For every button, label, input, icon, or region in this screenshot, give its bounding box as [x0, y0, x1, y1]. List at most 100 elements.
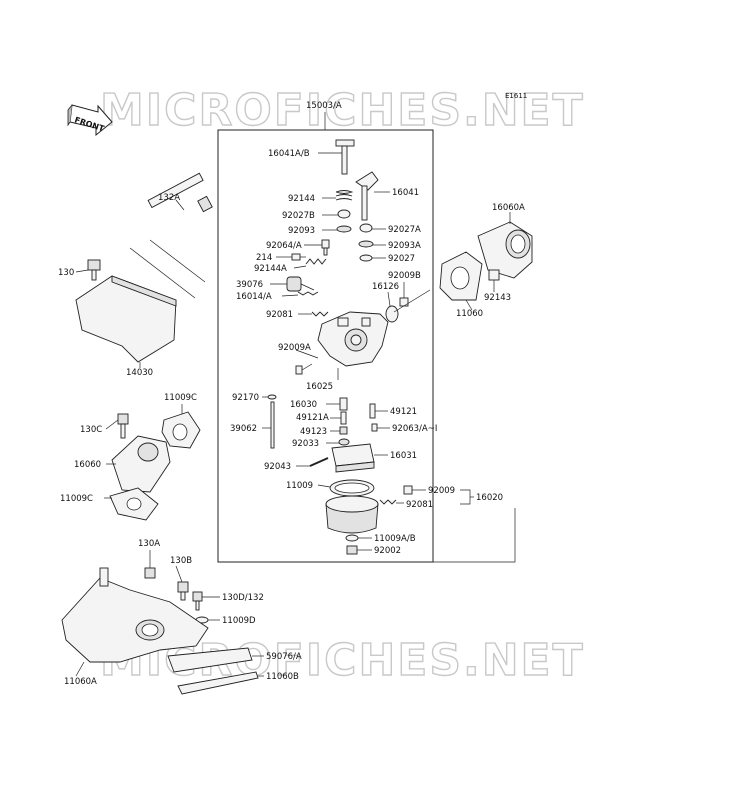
- label-92009B: 92009B: [388, 271, 421, 281]
- label-49121A: 49121A: [296, 413, 329, 423]
- plate-16126: [385, 305, 399, 323]
- bolt-130C: [117, 413, 129, 439]
- label-16041AB: 16041A/B: [268, 149, 310, 159]
- label-130C: 130C: [80, 425, 102, 435]
- bolt-92143: [488, 269, 500, 281]
- label-92144A: 92144A: [254, 264, 287, 274]
- label-92043: 92043: [264, 462, 291, 472]
- bolt-130D132: [192, 591, 203, 611]
- label-214: 214: [256, 253, 272, 263]
- spring-92081-lower: [379, 499, 397, 505]
- washer-92093: [336, 225, 352, 233]
- screw-92009: [403, 485, 413, 495]
- label-92002: 92002: [374, 546, 401, 556]
- bracket-14030: [75, 275, 177, 363]
- insulator-59076A: [167, 647, 253, 673]
- jet-49123: [339, 426, 348, 435]
- label-130: 130: [58, 268, 74, 278]
- label-132A: 132A: [158, 193, 180, 203]
- intake-elbow-16060A: [477, 221, 533, 279]
- manifold-16060: [111, 435, 171, 493]
- front-arrow-icon: FRONT: [67, 104, 113, 137]
- bolt-130B: [177, 581, 189, 601]
- label-49121: 49121: [390, 407, 417, 417]
- watermark-top: MICROFICHES.NET: [100, 85, 585, 136]
- label-92093: 92093: [288, 226, 315, 236]
- label-39076: 39076: [236, 280, 263, 290]
- seal-92027A: [359, 223, 373, 233]
- label-92033: 92033: [292, 439, 319, 449]
- bolt-92002: [346, 545, 358, 555]
- float-bowl-part: [325, 495, 379, 534]
- label-16025: 16025: [306, 382, 333, 392]
- screw-92009B: [399, 297, 409, 307]
- idle-screw-39076: [286, 276, 315, 292]
- screw-92064A: [321, 239, 330, 256]
- label-92009A: 92009A: [278, 343, 311, 353]
- label-39062: 39062: [230, 424, 257, 434]
- label-11060B: 11060B: [266, 672, 299, 682]
- figure-code: E1611: [505, 92, 527, 100]
- label-92027B: 92027B: [282, 211, 315, 221]
- pin-92170: [267, 394, 277, 400]
- label-11009C-top: 11009C: [164, 393, 197, 403]
- screw-16014A: [297, 291, 319, 296]
- jet-49121: [369, 403, 376, 419]
- gasket-11060B: [177, 671, 259, 695]
- label-92143: 92143: [484, 293, 511, 303]
- gasket-11009: [329, 479, 375, 497]
- label-11009D: 11009D: [222, 616, 256, 626]
- label-16020: 16020: [476, 493, 503, 503]
- float-16031: [331, 443, 375, 473]
- pin-92043: [309, 457, 329, 467]
- label-16030: 16030: [290, 400, 317, 410]
- jet-49121A: [340, 411, 347, 425]
- label-11009AB: 11009A/B: [374, 534, 416, 544]
- label-92027A: 92027A: [388, 225, 421, 235]
- spring-92144: [335, 190, 354, 201]
- washer-92093A: [358, 240, 374, 248]
- label-92027: 92027: [388, 254, 415, 264]
- label-11060A: 11060A: [64, 677, 97, 687]
- label-16060A: 16060A: [492, 203, 525, 213]
- screw-92009A: [295, 363, 313, 375]
- gasket-11009AB: [345, 534, 359, 542]
- gasket-11060: [439, 251, 483, 301]
- ring-92033: [338, 438, 350, 446]
- label-92081-lower: 92081: [406, 500, 433, 510]
- spring-92081-upper: [311, 311, 329, 317]
- gasket-11009C-top: [161, 411, 201, 449]
- label-92064A: 92064/A: [266, 241, 302, 251]
- manifold-11060A: [61, 567, 209, 663]
- carburetor-body-part: [317, 289, 431, 367]
- label-92170: 92170: [232, 393, 259, 403]
- label-130D132: 130D/132: [222, 593, 264, 603]
- choke-shaft-part: [335, 139, 355, 175]
- label-11009C-bottom: 11009C: [60, 494, 93, 504]
- label-130A: 130A: [138, 539, 160, 549]
- label-11060: 11060: [456, 309, 483, 319]
- jet-16030: [339, 397, 348, 411]
- label-16060: 16060: [74, 460, 101, 470]
- rod-39062: [270, 401, 275, 449]
- label-16041: 16041: [392, 188, 419, 198]
- bolt-130: [87, 259, 101, 281]
- spring-92144A: [305, 258, 327, 265]
- label-11009: 11009: [286, 481, 313, 491]
- label-92063: 92063/A~I: [392, 424, 437, 434]
- bolt-130A: [144, 567, 156, 579]
- gasket-11009C-bottom: [109, 487, 159, 521]
- label-16126: 16126: [372, 282, 399, 292]
- label-49123: 49123: [300, 427, 327, 437]
- label-16014A: 16014/A: [236, 292, 272, 302]
- seal-92027B: [337, 209, 351, 219]
- main-jet-92063: [371, 423, 378, 432]
- throttle-shaft-part: [355, 171, 379, 221]
- label-59076A: 59076/A: [266, 652, 302, 662]
- label-92081-upper: 92081: [266, 310, 293, 320]
- label-14030: 14030: [126, 368, 153, 378]
- assembly-label: 15003/A: [306, 101, 342, 111]
- seal-92027: [359, 254, 373, 262]
